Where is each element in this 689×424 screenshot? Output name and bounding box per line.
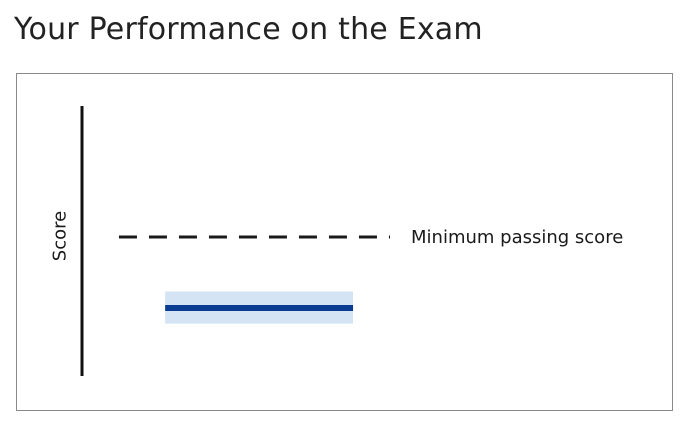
page-title: Your Performance on the Exam bbox=[14, 12, 483, 47]
minimum-passing-score-label: Minimum passing score bbox=[411, 227, 624, 248]
performance-chart bbox=[16, 73, 673, 411]
y-axis-label: Score bbox=[49, 210, 71, 262]
